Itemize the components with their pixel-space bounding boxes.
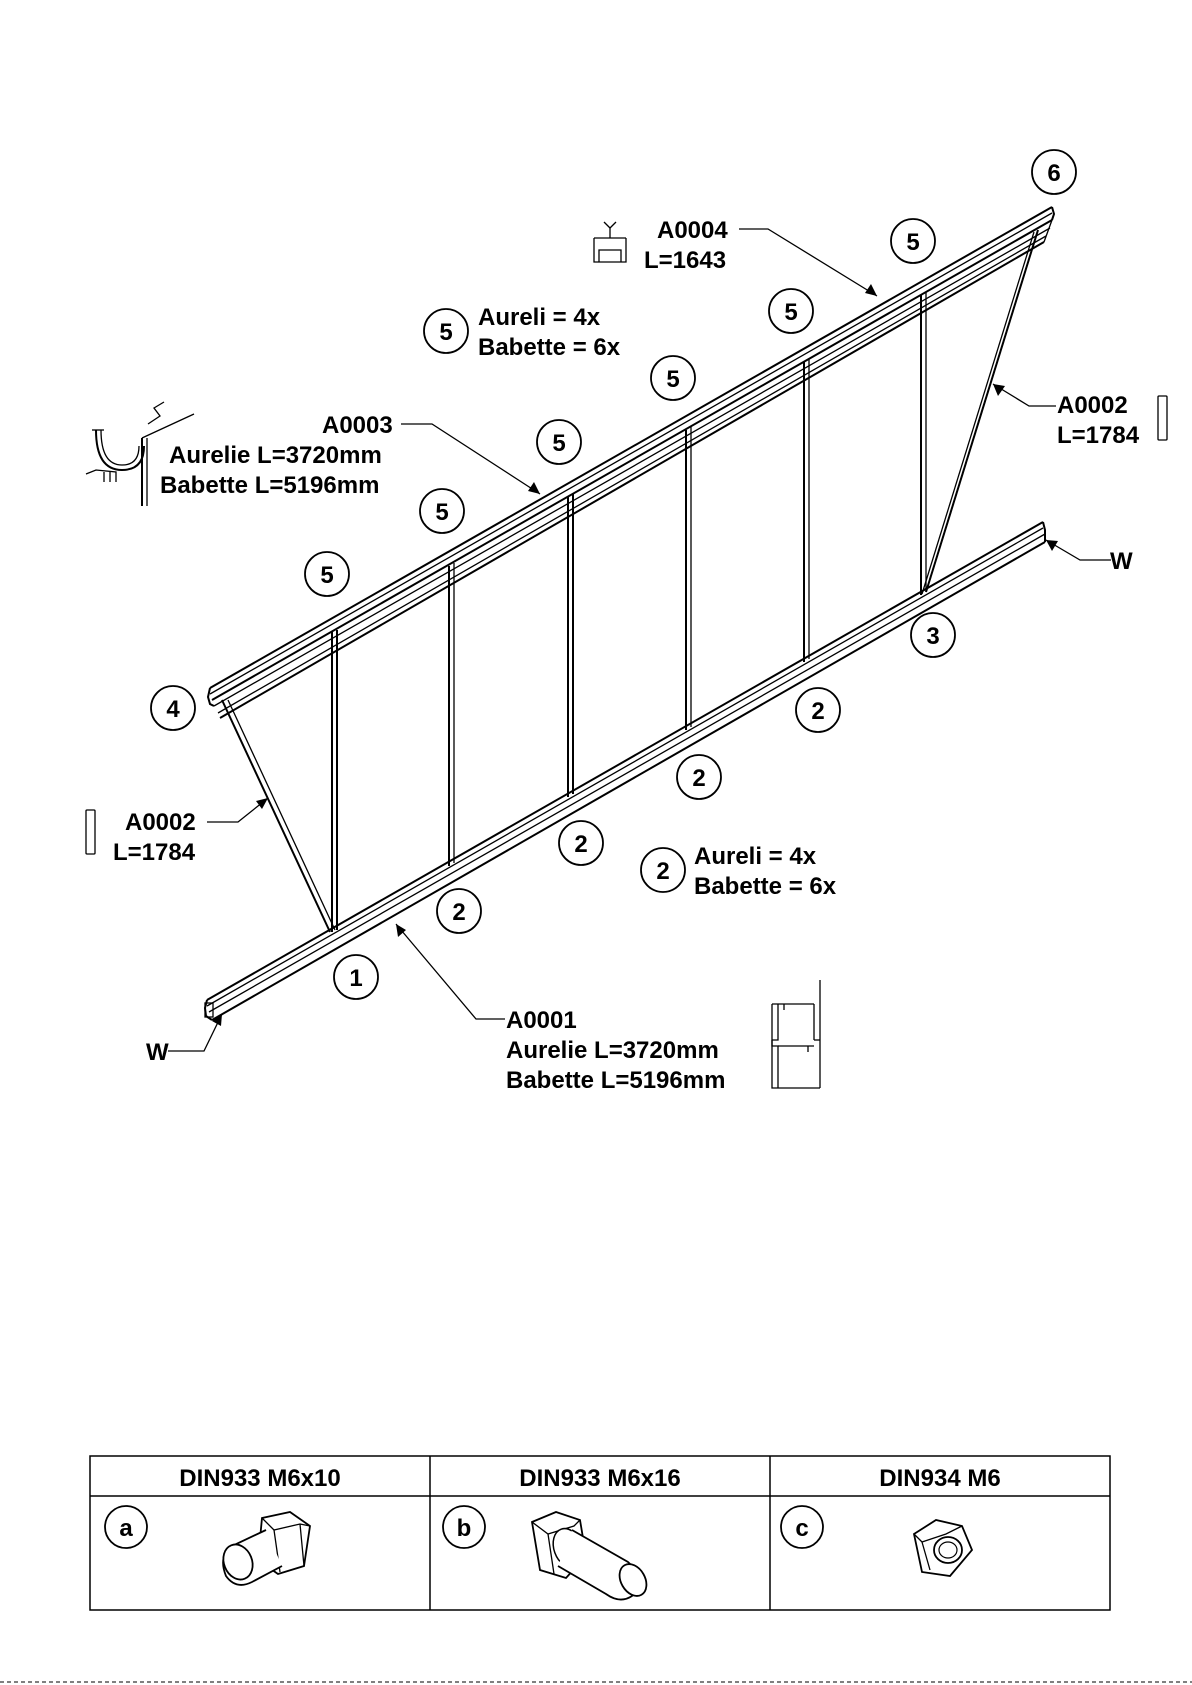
vertical-posts <box>332 292 926 932</box>
hardware-letter-c: c <box>781 1506 823 1548</box>
callout-number: 5 <box>320 562 333 589</box>
a0001-aurelie: Aurelie L=3720mm <box>506 1037 719 1064</box>
callout-c5b: 5 <box>769 289 813 333</box>
a0004-code: A0004 <box>657 217 728 244</box>
callout-c5a: 5 <box>891 219 935 263</box>
hardware-table: DIN933 M6x10 DIN933 M6x16 DIN934 M6 a b … <box>90 1456 1110 1610</box>
hardware-letter-a: a <box>105 1506 147 1548</box>
callout-number: 2 <box>811 698 824 725</box>
callout-c5f: 5 <box>305 552 349 596</box>
hardware-title-c: DIN934 M6 <box>879 1465 1000 1492</box>
callout-number: 5 <box>784 299 797 326</box>
callout-number: 5 <box>666 366 679 393</box>
callout-c2c: 2 <box>559 821 603 865</box>
hex-nut-icon <box>914 1520 972 1576</box>
callout-number: 2 <box>692 765 705 792</box>
a0002-right-code: A0002 <box>1057 392 1128 419</box>
callout-number: 2 <box>656 858 669 885</box>
callout-number: 4 <box>166 696 180 723</box>
hardware-title-a: DIN933 M6x10 <box>179 1465 340 1492</box>
a0003-aurelie: Aurelie L=3720mm <box>169 442 382 469</box>
a0001-profile-icon <box>772 980 820 1088</box>
callout-number: 5 <box>439 319 452 346</box>
a0002-left-length: L=1784 <box>113 839 196 866</box>
callout-number: 1 <box>349 965 362 992</box>
long-bolt-icon <box>532 1512 652 1601</box>
callout-number: 3 <box>926 623 939 650</box>
callout-c5c: 5 <box>651 356 695 400</box>
callout-c6: 6 <box>1032 150 1076 194</box>
hardware-letter-b: b <box>443 1506 485 1548</box>
legend5-aureli: Aureli = 4x <box>478 304 601 331</box>
callout-number: 6 <box>1047 160 1060 187</box>
legend2-aureli: Aureli = 4x <box>694 843 817 870</box>
callout-c5legend: 5 <box>424 309 468 353</box>
callout-number: 2 <box>452 899 465 926</box>
callouts: 6 5 5 5 5 5 5 5 4 3 2 2 2 2 2 1 <box>151 150 1076 999</box>
short-bolt-icon <box>218 1512 310 1585</box>
a0002-profile-icon-right <box>1158 396 1167 440</box>
a0002-right-length: L=1784 <box>1057 422 1140 449</box>
wall-mark-right: W <box>1110 548 1133 575</box>
svg-text:c: c <box>795 1515 808 1542</box>
hardware-title-b: DIN933 M6x16 <box>519 1465 680 1492</box>
callout-c2legend: 2 <box>641 848 685 892</box>
callout-c5d: 5 <box>537 420 581 464</box>
callout-c2b: 2 <box>677 755 721 799</box>
callout-number: 5 <box>906 229 919 256</box>
a0004-length: L=1643 <box>644 247 726 274</box>
svg-text:b: b <box>457 1515 472 1542</box>
leader-lines <box>168 229 1111 1051</box>
legend2-babette: Babette = 6x <box>694 873 837 900</box>
callout-number: 5 <box>435 499 448 526</box>
a0001-code: A0001 <box>506 1007 577 1034</box>
svg-text:a: a <box>119 1515 133 1542</box>
callout-c5e: 5 <box>420 489 464 533</box>
a0003-babette: Babette L=5196mm <box>160 472 379 499</box>
callout-c2d: 2 <box>437 889 481 933</box>
callout-number: 5 <box>552 430 565 457</box>
callout-c1: 1 <box>334 955 378 999</box>
callout-number: 2 <box>574 831 587 858</box>
callout-c2a: 2 <box>796 688 840 732</box>
callout-c3: 3 <box>911 613 955 657</box>
a0001-babette: Babette L=5196mm <box>506 1067 725 1094</box>
a0004-profile-icon <box>594 222 626 262</box>
wall-mark-left: W <box>146 1039 169 1066</box>
a0003-code: A0003 <box>322 412 393 439</box>
a0002-profile-icon-left <box>86 810 95 854</box>
callout-c4: 4 <box>151 686 195 730</box>
a0002-left-code: A0002 <box>125 809 196 836</box>
legend5-babette: Babette = 6x <box>478 334 621 361</box>
